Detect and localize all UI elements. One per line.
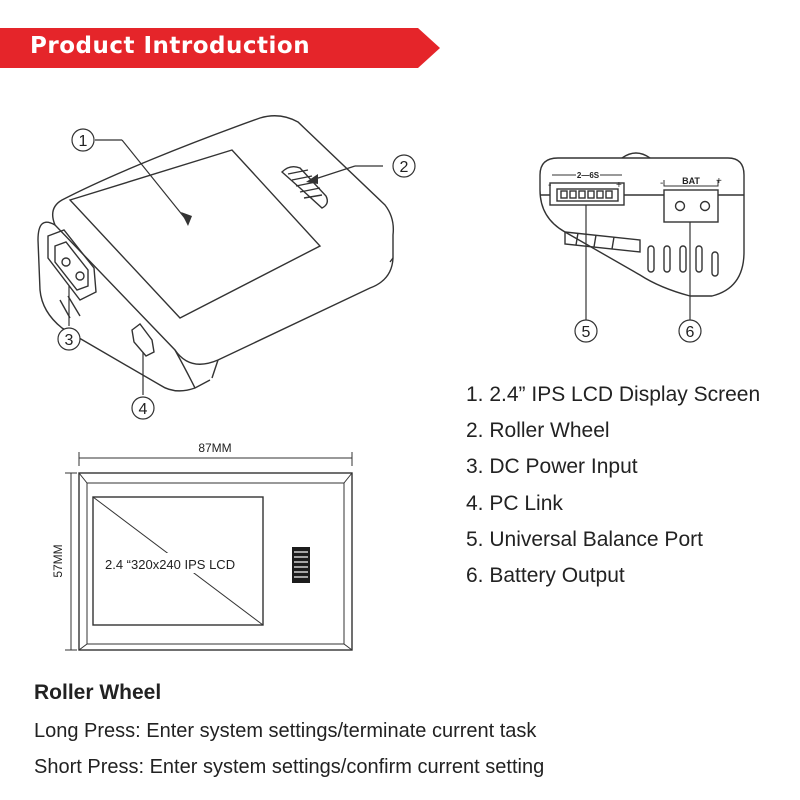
callout-5: 5 bbox=[574, 319, 598, 343]
dc-input-iso bbox=[47, 229, 97, 301]
component-legend: 1. 2.4” IPS LCD Display Screen 2. Roller… bbox=[466, 380, 760, 597]
legend-item: 5. Universal Balance Port bbox=[466, 527, 703, 551]
battery-port-label: BAT bbox=[682, 176, 700, 186]
side-vents bbox=[647, 245, 719, 277]
callout-3: 3 bbox=[57, 327, 81, 351]
callout-3-label: 3 bbox=[65, 332, 74, 349]
banner-shape bbox=[0, 28, 440, 68]
lcd-screen-iso bbox=[68, 149, 322, 319]
device-iso-view bbox=[37, 115, 395, 395]
balance-port-label: 2—6S bbox=[577, 171, 600, 180]
height-dimension: 57MM bbox=[51, 544, 65, 577]
callout-4-label: 4 bbox=[139, 401, 148, 418]
callout-1-label: 1 bbox=[79, 133, 88, 150]
legend-item: 1. 2.4” IPS LCD Display Screen bbox=[466, 383, 761, 406]
battery-minus: - bbox=[660, 178, 663, 189]
lcd-area bbox=[92, 496, 264, 626]
page-title: Product Introduction bbox=[30, 33, 311, 59]
lcd-spec-label: 2.4 “320x240 IPS LCD bbox=[105, 557, 235, 572]
legend-item: 3. DC Power Input bbox=[466, 455, 638, 479]
callout-4: 4 bbox=[131, 396, 155, 420]
callout-5-label: 5 bbox=[582, 324, 591, 341]
legend-item: 6. Battery Output bbox=[466, 563, 625, 587]
roller-wheel-top bbox=[292, 547, 310, 583]
callout-1: 1 bbox=[71, 128, 95, 152]
pc-link-iso bbox=[131, 323, 155, 357]
short-press-description: Short Press: Enter system settings/confi… bbox=[34, 756, 545, 778]
roller-wheel-iso bbox=[280, 165, 329, 209]
callout-2-label: 2 bbox=[400, 159, 409, 176]
dimension-drawing bbox=[65, 452, 353, 651]
battery-plus: + bbox=[716, 176, 722, 187]
legend-item: 4. PC Link bbox=[466, 491, 563, 515]
callout-6: 6 bbox=[678, 319, 702, 343]
balance-port bbox=[549, 174, 625, 206]
legend-item: 2. Roller Wheel bbox=[466, 419, 610, 443]
balance-minus: - bbox=[548, 180, 551, 191]
long-press-description: Long Press: Enter system settings/termin… bbox=[34, 720, 537, 742]
title-banner bbox=[0, 28, 440, 68]
roller-wheel-heading: Roller Wheel bbox=[34, 681, 162, 704]
balance-plus: + bbox=[616, 180, 622, 191]
width-dimension: 87MM bbox=[198, 441, 231, 455]
device-side-view bbox=[539, 152, 745, 320]
callout-6-label: 6 bbox=[686, 324, 695, 341]
battery-port bbox=[663, 180, 719, 223]
callout-2: 2 bbox=[392, 154, 416, 178]
device-outline bbox=[78, 472, 353, 651]
